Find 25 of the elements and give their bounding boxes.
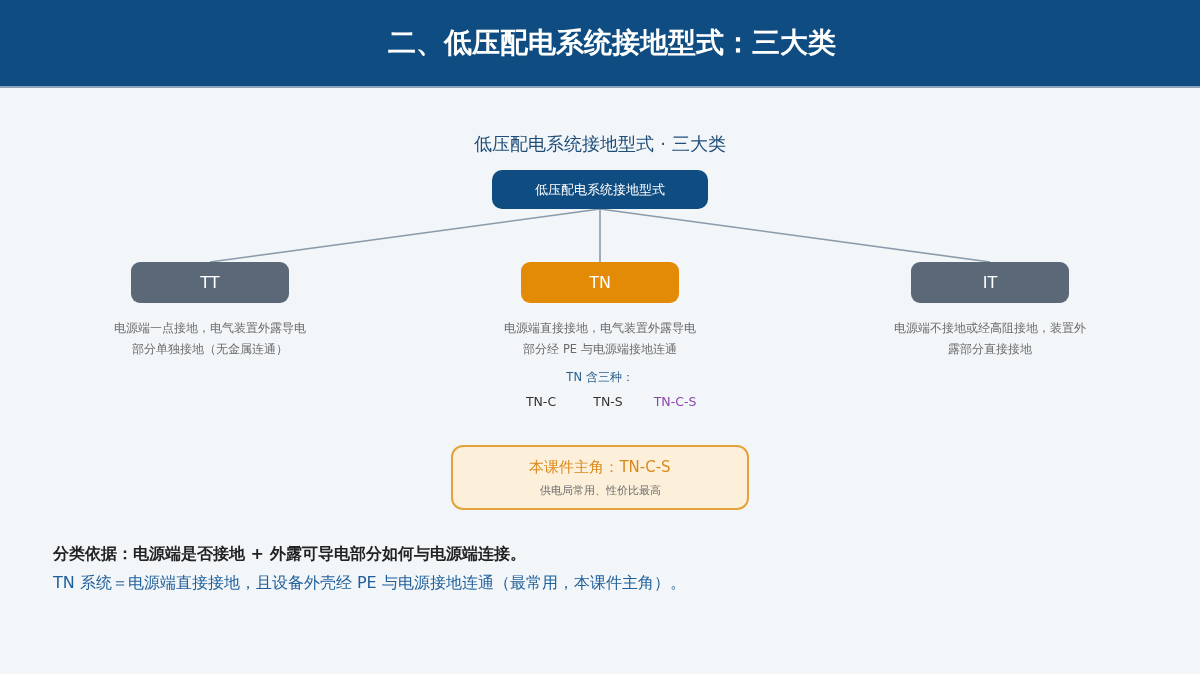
description-text: 电源端不接地或经高阻接地，装置外露部分直接接地 bbox=[893, 320, 1087, 358]
category-box bbox=[911, 262, 1069, 303]
subtype-label: TN-C-S bbox=[653, 394, 697, 410]
category-box bbox=[131, 262, 289, 303]
note-text: TN 系统＝电源端直接接地，且设备外壳经 PE 与电源接地连通（最常用，本课件主角）。 bbox=[53, 573, 686, 593]
connector-line bbox=[209, 208, 601, 263]
category-name: TT bbox=[200, 272, 220, 293]
highlight-box bbox=[451, 445, 749, 510]
connector-line bbox=[599, 208, 601, 263]
page-title: 二、低压配电系统接地型式：三大类 bbox=[387, 25, 836, 61]
section-heading: 低压配电系统接地型式 · 三大类 bbox=[474, 133, 726, 156]
subtype-label: TN-C bbox=[525, 394, 557, 410]
description-text: 电源端直接接地，电气装置外露导电部分经 PE 与电源端接地连通 bbox=[503, 320, 697, 358]
note-text: 分类依据：电源端是否接地 + 外露可导电部分如何与电源端连接。 bbox=[53, 544, 526, 564]
category-name: TN bbox=[589, 272, 611, 293]
root-box bbox=[492, 170, 708, 209]
highlight-note: 供电局常用、性价比最高 bbox=[539, 483, 661, 498]
box-title: 低压配电系统接地型式 bbox=[535, 181, 665, 198]
sub-heading: TN 含三种： bbox=[566, 370, 634, 385]
description-text: 电源端一点接地，电气装置外露导电部分单独接地（无金属连通） bbox=[113, 320, 307, 358]
highlight-title: 本课件主角：TN-C-S bbox=[529, 457, 671, 476]
connector-line bbox=[599, 208, 991, 263]
category-name: IT bbox=[982, 272, 998, 293]
subtype-label: TN-S bbox=[593, 394, 623, 410]
category-box bbox=[521, 262, 679, 303]
